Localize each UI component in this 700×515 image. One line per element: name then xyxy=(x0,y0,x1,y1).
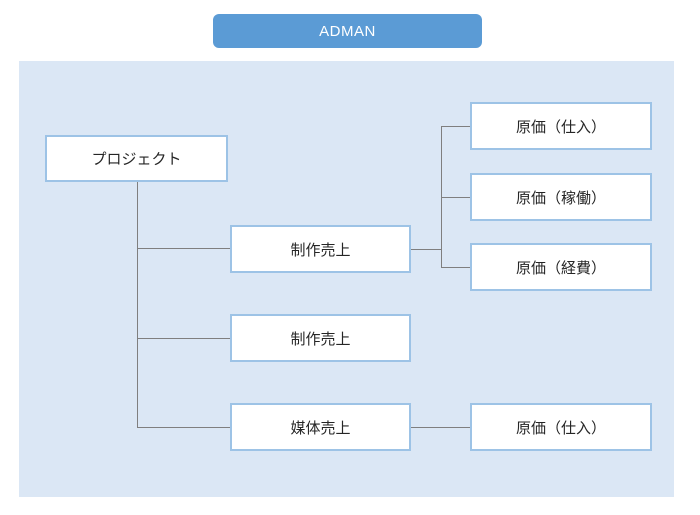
node-production-sales-1-label: 制作売上 xyxy=(290,241,351,259)
node-cost-purchase-2: 原価（仕入） xyxy=(470,403,652,451)
adman-title-label: ADMAN xyxy=(319,22,376,40)
node-cost-purchase-2-label: 原価（仕入） xyxy=(515,419,606,437)
node-cost-expense-label: 原価（経費） xyxy=(515,259,606,277)
connector-production-sales-trunk xyxy=(411,249,441,250)
node-project-label: プロジェクト xyxy=(91,151,182,168)
node-cost-purchase-1-label: 原価（仕入） xyxy=(515,118,606,136)
node-media-sales: 媒体売上 xyxy=(230,403,411,451)
connector-branch-media-sales xyxy=(137,427,230,428)
node-cost-operation-label: 原価（稼働） xyxy=(515,189,606,207)
node-cost-expense: 原価（経費） xyxy=(470,243,652,291)
node-production-sales-2-label: 制作売上 xyxy=(290,330,351,348)
connector-project-trunk-vertical xyxy=(137,182,138,427)
connector-branch-production-sales-2 xyxy=(137,338,230,339)
node-cost-purchase-1: 原価（仕入） xyxy=(470,102,652,150)
connector-cost-trunk-vertical xyxy=(441,126,442,267)
connector-branch-cost-operation xyxy=(441,197,470,198)
connector-branch-production-sales-1 xyxy=(137,248,230,249)
connector-branch-cost-purchase-1 xyxy=(441,126,470,127)
connector-branch-cost-expense xyxy=(441,267,470,268)
node-cost-operation: 原価（稼働） xyxy=(470,173,652,221)
node-production-sales-1: 制作売上 xyxy=(230,225,411,273)
connector-media-sales-cost-purchase-2 xyxy=(411,427,470,428)
node-production-sales-2: 制作売上 xyxy=(230,314,411,362)
adman-title-banner: ADMAN xyxy=(213,14,482,48)
node-media-sales-label: 媒体売上 xyxy=(290,419,351,437)
node-project: プロジェクト xyxy=(45,135,228,182)
